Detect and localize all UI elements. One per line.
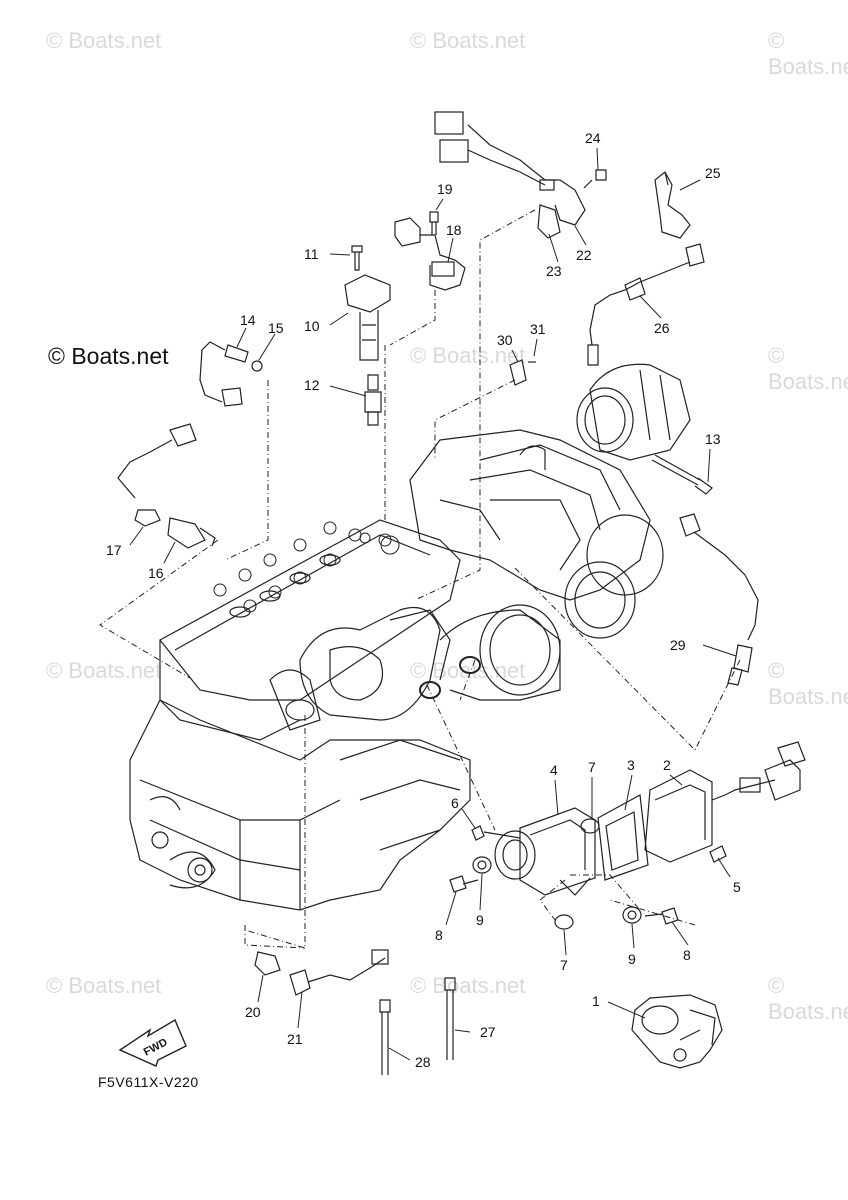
callout-7b: 7 — [560, 957, 568, 973]
callout-18: 18 — [446, 222, 462, 238]
watermark: © Boats.net — [46, 973, 162, 998]
callout-31: 31 — [530, 321, 546, 337]
callout-24: 24 — [585, 130, 601, 146]
part-20-sensor — [254, 949, 389, 996]
callout-12: 12 — [304, 377, 320, 393]
part-10-ignition-coil — [344, 274, 391, 361]
part-13-tie — [651, 454, 713, 495]
part-16-sensor — [117, 423, 216, 549]
watermark: © Boats.net — [46, 658, 162, 683]
part-26-sensor — [587, 243, 705, 366]
callout-2: 2 — [663, 757, 671, 773]
leader-lines — [99, 209, 741, 949]
callout-29: 29 — [670, 637, 686, 653]
callout-15: 15 — [268, 320, 284, 336]
callout-27: 27 — [480, 1024, 496, 1040]
callout-30: 30 — [497, 332, 513, 348]
part-28-tie — [379, 999, 391, 1075]
part-18-sensor — [394, 211, 466, 291]
callout-16: 16 — [148, 565, 164, 581]
part-4-actuator — [494, 807, 596, 896]
callout-23: 23 — [546, 263, 562, 279]
watermark: © Boats.net — [768, 658, 848, 709]
callout-21: 21 — [287, 1031, 303, 1047]
watermark: © Boats.net — [768, 28, 848, 79]
callout-17: 17 — [106, 542, 122, 558]
watermark: © Boats.net — [410, 343, 526, 368]
diagram-code: F5V611X-V220 — [98, 1074, 199, 1090]
part-27-tie — [444, 977, 456, 1060]
part-22-cam-sensor — [434, 111, 586, 239]
callout-14: 14 — [240, 312, 256, 328]
callout-3: 3 — [627, 757, 635, 773]
callout-26: 26 — [654, 320, 670, 336]
callout-19: 19 — [437, 181, 453, 197]
engine-block — [129, 519, 561, 911]
part-30-bracket — [509, 359, 536, 386]
watermark: © Boats.net — [410, 973, 526, 998]
callout-13: 13 — [705, 431, 721, 447]
callout-7: 7 — [588, 759, 596, 775]
callout-1: 1 — [592, 993, 600, 1009]
callout-9b: 9 — [628, 951, 636, 967]
part-6-bolt — [471, 825, 521, 841]
part-5-bolt — [709, 845, 727, 863]
fwd-label: FWD — [142, 1036, 170, 1058]
watermark: © Boats.net — [768, 973, 848, 1024]
part-1-throttle-body — [631, 994, 723, 1069]
callout-6: 6 — [451, 795, 459, 811]
callout-4: 4 — [550, 762, 558, 778]
callout-20: 20 — [245, 1004, 261, 1020]
part-7-grommet — [554, 818, 600, 930]
watermark-large: © Boats.net — [48, 343, 169, 369]
callout-8: 8 — [435, 927, 443, 943]
part-14-sensor — [199, 341, 263, 407]
callout-5: 5 — [733, 879, 741, 895]
part-29-sensor — [679, 513, 759, 686]
callout-8b: 8 — [683, 947, 691, 963]
watermark: © Boats.net — [46, 28, 162, 53]
watermark: © Boats.net — [410, 658, 526, 683]
part-12-spark-plug — [364, 374, 382, 426]
callout-28: 28 — [415, 1054, 431, 1070]
intercooler-assembly — [409, 363, 691, 639]
part-9-rubber — [472, 856, 642, 924]
part-2-module — [644, 741, 806, 863]
callout-leaders — [129, 147, 737, 1061]
callout-11: 11 — [304, 246, 319, 262]
callout-22: 22 — [576, 247, 592, 263]
callout-25: 25 — [705, 165, 721, 181]
fwd-arrow-icon — [118, 1018, 187, 1067]
callout-9: 9 — [476, 912, 484, 928]
part-24-bolt — [583, 169, 607, 189]
part-8-bolt — [449, 875, 679, 925]
watermark: © Boats.net — [410, 28, 526, 53]
watermark: © Boats.net — [768, 343, 848, 394]
callout-labels: 1 2 3 4 5 6 7 7 8 8 9 9 10 11 12 13 14 1… — [106, 130, 741, 1070]
part-3-plate — [597, 794, 649, 881]
part-25-clip — [654, 171, 691, 239]
part-11-bolt — [351, 245, 363, 271]
callout-10: 10 — [304, 318, 320, 334]
